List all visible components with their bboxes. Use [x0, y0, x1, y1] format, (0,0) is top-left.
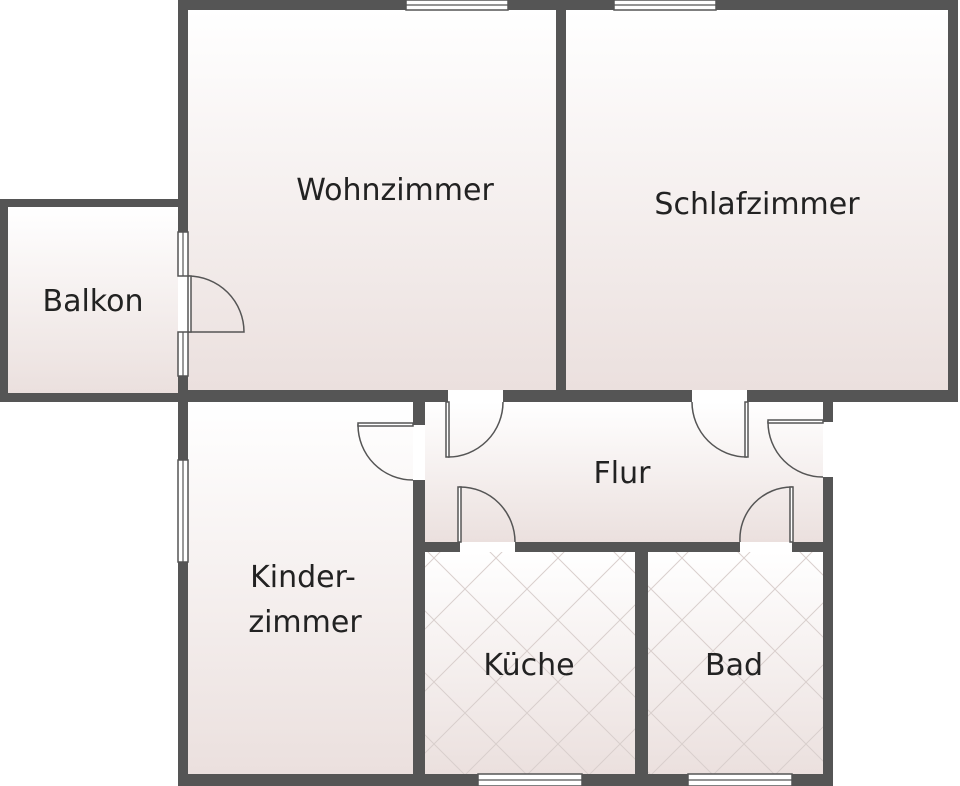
wall — [178, 390, 958, 402]
door-kueche — [457, 486, 516, 543]
window-kueche — [477, 773, 583, 786]
room-label-flur: Flur — [594, 456, 652, 491]
floor-bad-tiles — [648, 552, 823, 774]
room-label-kueche: Küche — [483, 648, 574, 683]
door-opening — [178, 276, 188, 332]
room-label-balkon: Balkon — [43, 284, 144, 319]
door-opening — [460, 542, 515, 552]
door-opening — [823, 422, 833, 477]
room-label-bad: Bad — [705, 648, 763, 683]
door-wohnzimmer — [445, 401, 504, 458]
windows — [177, 0, 793, 786]
door-flur-right — [767, 419, 824, 478]
floor-kueche-tiles — [425, 552, 635, 774]
doors — [187, 275, 824, 543]
door-opening — [740, 542, 792, 552]
window-bad — [687, 773, 793, 786]
door-opening — [413, 425, 425, 480]
room-label-wohnzimmer: Wohnzimmer — [296, 173, 494, 208]
wall — [0, 199, 8, 401]
wall — [948, 0, 958, 402]
floors — [8, 10, 948, 774]
wall — [556, 0, 566, 392]
wall — [823, 390, 833, 786]
wall — [413, 542, 833, 552]
wall — [413, 390, 425, 786]
window-wohnzimmer — [405, 0, 509, 11]
room-label-kinderzimmer-line1: Kinder- — [250, 560, 356, 595]
room-label-kinderzimmer-line2: zimmer — [248, 605, 362, 640]
room-label-schlafzimmer: Schlafzimmer — [654, 187, 860, 222]
wall — [635, 542, 648, 786]
window-wohnzimmer-balkon-lower — [177, 331, 189, 377]
floor-kinderzimmer — [188, 402, 413, 774]
door-opening — [692, 390, 747, 402]
wall — [178, 0, 958, 10]
wall — [0, 393, 188, 402]
window-kinderzimmer — [177, 459, 189, 563]
window-schlafzimmer — [613, 0, 717, 11]
window-wohnzimmer-balkon-upper — [177, 231, 189, 277]
door-balkon — [187, 275, 245, 333]
floor-flur — [423, 402, 823, 542]
floor-wohnzimmer — [188, 10, 556, 390]
floor-balkon — [8, 207, 180, 393]
floor-schlafzimmer — [566, 10, 948, 390]
door-openings — [178, 276, 833, 552]
door-bad — [739, 486, 794, 543]
wall — [0, 199, 188, 207]
room-labels: Wohnzimmer Schlafzimmer Balkon Flur Kind… — [43, 173, 861, 683]
door-kinderzimmer — [357, 422, 414, 481]
door-schlafzimmer — [691, 401, 749, 458]
door-opening — [448, 390, 503, 402]
